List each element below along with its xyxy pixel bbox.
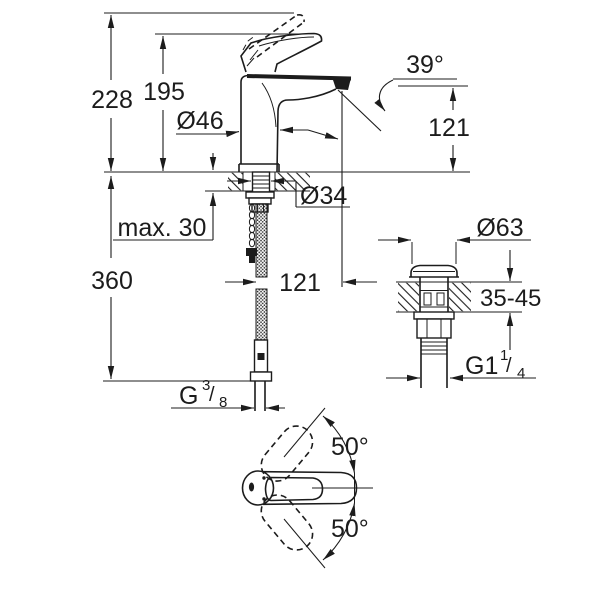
swivel-line-upper bbox=[283, 407, 326, 458]
faucet-body-outline bbox=[240, 74, 249, 164]
dim-label-o34: Ø34 bbox=[300, 182, 347, 210]
waste-threaded-pipe bbox=[420, 338, 448, 388]
handle-top-view: 50° 50° bbox=[241, 407, 373, 569]
faucet-side-view bbox=[238, 13, 352, 173]
body-seam bbox=[261, 82, 277, 128]
dim-waste-thread-g114: G1 1 / 4 bbox=[386, 347, 536, 382]
dim-label-g38-sub: 8 bbox=[219, 394, 227, 411]
dim-label-g114-sup: 1 bbox=[500, 347, 508, 364]
swivel-arc-upper bbox=[322, 415, 356, 474]
popup-chain bbox=[246, 203, 257, 263]
waste-deck-hatch-left bbox=[398, 282, 419, 312]
dim-hole-diameter-34: Ø34 bbox=[227, 177, 350, 210]
dim-label-g38-sup: 3 bbox=[202, 377, 210, 394]
handle-dot-top bbox=[262, 476, 266, 480]
waste-deck-hatch-right bbox=[449, 282, 471, 312]
dim-label-50-upper: 50° bbox=[331, 433, 369, 461]
dim-label-3545: 35-45 bbox=[480, 285, 541, 312]
dim-label-g38-base: G bbox=[179, 382, 198, 410]
spout-underside bbox=[276, 88, 337, 173]
lever-handle-side bbox=[240, 32, 323, 73]
dim-label-g114-slash: / bbox=[506, 355, 512, 377]
lever-inner-line bbox=[258, 36, 315, 47]
mounting-plate bbox=[248, 197, 272, 205]
dim-label-o46: Ø46 bbox=[176, 107, 223, 135]
dim-spout-reach-121: 121 bbox=[225, 91, 377, 297]
dim-label-195: 195 bbox=[143, 78, 185, 106]
dim-spout-angle-39: 39° bbox=[337, 51, 457, 132]
dim-label-g114-base: G1 bbox=[465, 352, 498, 380]
dim-label-g38-slash: / bbox=[209, 384, 215, 406]
dim-label-39deg: 39° bbox=[406, 51, 444, 79]
waste-cap-neck bbox=[419, 277, 449, 282]
dim-label-max30: max. 30 bbox=[118, 214, 207, 242]
stream-line bbox=[337, 89, 382, 132]
waste-body bbox=[419, 282, 449, 312]
dim-max-deck-30: max. 30 bbox=[113, 153, 217, 242]
handle-cap-top bbox=[241, 470, 275, 506]
handle-logo-mark bbox=[248, 482, 255, 492]
dim-body-diameter-46: Ø46 bbox=[176, 107, 339, 140]
dim-spout-height-121: 121 bbox=[398, 85, 470, 171]
waste-nut bbox=[416, 318, 452, 339]
faucet-top-plate bbox=[246, 74, 352, 81]
dim-label-360: 360 bbox=[91, 267, 133, 295]
dim-label-121-height: 121 bbox=[428, 114, 470, 142]
dim-height-228: 228 bbox=[91, 12, 294, 171]
handle-dot-bottom bbox=[262, 497, 266, 501]
dim-supply-thread-g38: G 3 / 8 bbox=[171, 377, 285, 412]
supply-hose bbox=[249, 203, 273, 411]
spout-aerator bbox=[333, 78, 351, 90]
dim-label-50-lower: 50° bbox=[331, 515, 369, 543]
dim-waste-cap-63: Ø63 bbox=[378, 214, 531, 264]
mounting-assembly bbox=[245, 171, 275, 411]
cartridge-cover-lines bbox=[246, 49, 259, 67]
dim-label-121-reach: 121 bbox=[279, 269, 321, 297]
threaded-shank bbox=[251, 171, 271, 193]
swivel-arc-lower bbox=[322, 502, 356, 561]
chain-clasp bbox=[246, 248, 257, 256]
waste-flange bbox=[413, 311, 455, 320]
waste-cap bbox=[410, 264, 458, 277]
connector-nipple bbox=[254, 381, 266, 411]
faucet-base bbox=[238, 163, 280, 172]
dim-label-o63: Ø63 bbox=[476, 214, 523, 242]
dim-height-195: 195 bbox=[143, 33, 300, 171]
popup-waste-view: Ø63 35-45 bbox=[378, 214, 541, 388]
lever-plate-top bbox=[264, 476, 324, 502]
dim-waste-deck-range: 35-45 bbox=[480, 250, 541, 350]
swivel-line-lower bbox=[283, 518, 326, 569]
dim-label-228: 228 bbox=[91, 86, 133, 114]
mounting-washer bbox=[245, 191, 275, 199]
angle-arc bbox=[374, 79, 394, 112]
dim-label-g114-sub: 4 bbox=[517, 365, 525, 382]
lever-handle-raised-dashed bbox=[242, 13, 305, 58]
hose-connector-flange bbox=[249, 371, 273, 382]
dim-hose-length-360: 360 bbox=[91, 176, 267, 382]
